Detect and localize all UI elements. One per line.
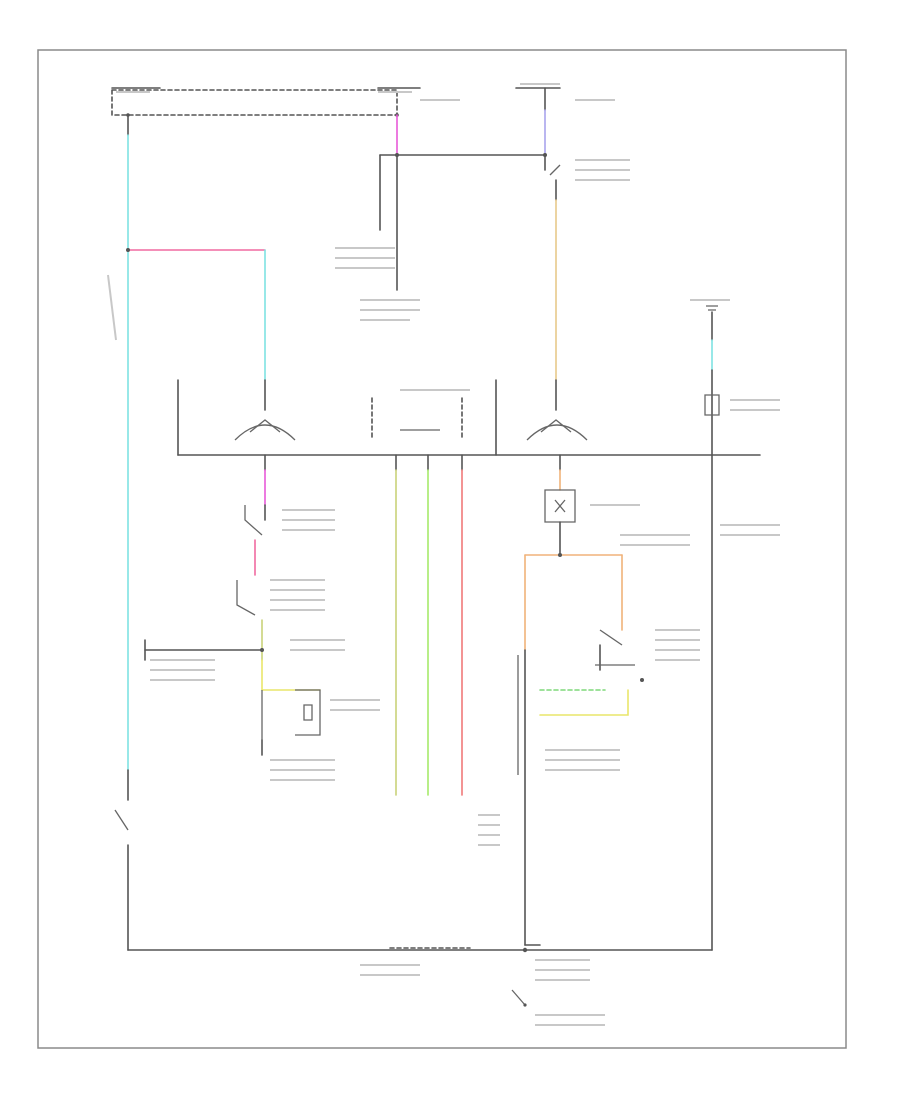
ground-return xyxy=(114,769,713,1007)
diagram-frame xyxy=(37,49,847,1049)
center-feed-wire xyxy=(379,109,547,291)
right-ground-feed xyxy=(704,305,720,951)
left-lower-branch xyxy=(144,454,321,756)
faint-label-marks xyxy=(107,83,780,1026)
center-vertical-wires xyxy=(395,454,463,796)
top-power-bus xyxy=(111,87,561,117)
blower-feed-wire xyxy=(544,154,561,411)
right-lower-branch xyxy=(517,454,644,946)
left-feed-wire xyxy=(126,114,266,771)
connector-bar xyxy=(177,379,761,456)
